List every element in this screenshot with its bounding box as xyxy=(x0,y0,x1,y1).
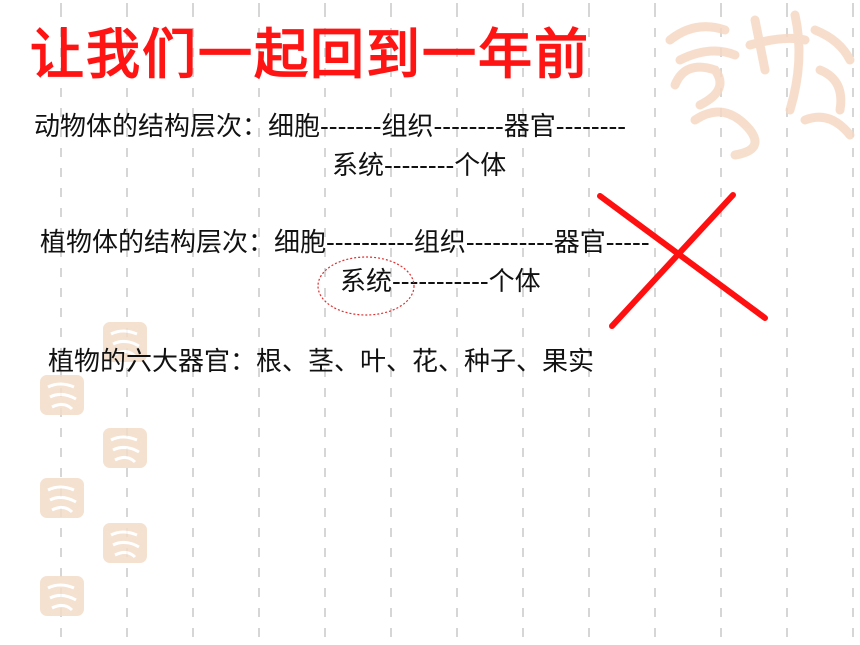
seal-stamp-decoration xyxy=(40,375,84,415)
animal-structure-line-continued: 系统--------个体 xyxy=(332,151,507,181)
seal-stamp-decoration xyxy=(103,523,147,563)
plant-structure-line-continued: 系统-----------个体 xyxy=(340,267,541,297)
auspicious-calligraphy-decoration xyxy=(665,10,855,160)
seal-stamp-decoration xyxy=(103,322,147,362)
seal-stamp-decoration xyxy=(103,428,147,468)
slide-title: 让我们一起回到一年前 xyxy=(30,23,590,86)
seal-stamp-decoration xyxy=(40,576,84,616)
plant-six-organs-line: 植物的六大器官：根、茎、叶、花、种子、果实 xyxy=(48,347,595,377)
seal-stamp-decoration xyxy=(40,478,84,518)
plant-structure-line: 植物体的结构层次：细胞----------组织----------器官----- xyxy=(40,228,650,258)
animal-structure-line: 动物体的结构层次：细胞-------组织--------器官-------- xyxy=(34,112,627,142)
